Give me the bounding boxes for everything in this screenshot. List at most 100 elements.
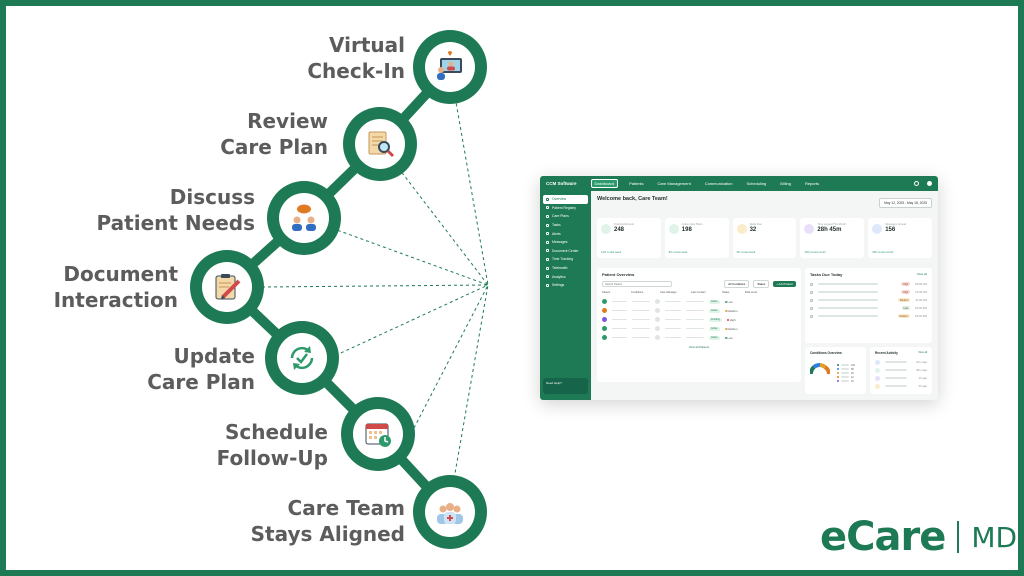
priority-badge: High <box>901 282 911 286</box>
sidebar-item-patient-registry[interactable]: Patient Registry <box>543 204 588 213</box>
risk-level: Low <box>724 300 733 304</box>
task-time: 09:00 AM <box>915 282 927 286</box>
avatar[interactable] <box>927 181 932 186</box>
step-node-4 <box>190 250 264 324</box>
add-patient-button[interactable]: + Add Patient <box>773 281 796 287</box>
status-filter[interactable]: Status <box>753 280 770 288</box>
risk-level: Low <box>724 336 733 340</box>
avatar <box>602 299 607 304</box>
nav-communication[interactable]: Communication <box>704 181 733 186</box>
view-all-patients-link[interactable]: View all Patients <box>688 345 710 349</box>
sidebar-item-time-tracking[interactable]: Time Tracking <box>543 255 588 264</box>
sidebar-item-care-plans[interactable]: Care Plans <box>543 212 588 221</box>
nav-billing[interactable]: Billing <box>780 181 791 186</box>
search-patient-input[interactable] <box>602 281 672 287</box>
table-row[interactable]: Active Low <box>602 297 796 306</box>
step-node-1 <box>413 30 487 104</box>
step-node-6 <box>341 397 415 471</box>
activity-title: Recent Activity <box>875 351 898 355</box>
table-row[interactable]: Active Low <box>602 333 796 342</box>
refresh-check-icon <box>290 346 314 370</box>
sidebar-item-tasks[interactable]: Tasks <box>543 221 588 230</box>
condition-legend-item: 46 <box>837 371 855 375</box>
dashboard-main: Welcome back, Care Team! May 12, 2025 - … <box>591 191 938 400</box>
step-node-3 <box>267 181 341 255</box>
logo-ecare: eCare <box>820 514 946 560</box>
avatar <box>602 326 607 331</box>
notepad-pencil-icon <box>215 274 241 300</box>
help-box[interactable]: Need Help? <box>543 378 588 394</box>
activity-item[interactable]: 2h ago <box>875 382 927 390</box>
task-checkbox[interactable] <box>810 282 813 286</box>
activity-item[interactable]: 10m ago <box>875 358 927 366</box>
nav-reports[interactable]: Reports <box>804 181 819 186</box>
sidebar-item-messages[interactable]: Messages <box>543 238 588 247</box>
task-time: 11:00 AM <box>915 298 927 302</box>
task-time: 03:30 PM <box>915 314 927 318</box>
conditions-filter[interactable]: All Conditions <box>724 280 750 288</box>
nav-dashboard[interactable]: Dashboard <box>590 179 619 188</box>
sidebar-item-telehealth[interactable]: Telehealth <box>543 264 588 273</box>
priority-badge: High <box>901 290 911 294</box>
patient-overview-panel: Patient Overview All Conditions Status +… <box>597 268 801 382</box>
sidebar-item-alerts[interactable]: Alerts <box>543 229 588 238</box>
patient-overview-title: Patient Overview <box>602 272 635 277</box>
search-icon[interactable] <box>914 181 919 186</box>
sidebar-item-settings[interactable]: Settings <box>543 281 588 290</box>
activity-item[interactable]: 30m ago <box>875 366 927 374</box>
task-item[interactable]: High 09:00 AM <box>810 280 927 288</box>
date-range-picker[interactable]: May 12, 2025 - May 18, 2025 <box>879 198 932 208</box>
step-node-2 <box>343 107 417 181</box>
sidebar-item-document-center[interactable]: Document Center <box>543 247 588 256</box>
dashboard-screenshot: CCM Software Dashboard Patients Care Man… <box>540 176 938 400</box>
task-checkbox[interactable] <box>810 290 813 294</box>
activity-item[interactable]: 1h ago <box>875 374 927 382</box>
task-checkbox[interactable] <box>810 306 813 310</box>
task-checkbox[interactable] <box>810 298 813 302</box>
avatar <box>602 317 607 322</box>
task-time: 02:00 PM <box>915 306 927 310</box>
sidebar-item-analytics[interactable]: Analytics <box>543 272 588 281</box>
ecare-md-logo: eCare MD <box>820 512 1017 562</box>
logo-md: MD <box>971 520 1018 554</box>
activity-view-all-link[interactable]: View all <box>918 351 927 354</box>
status-badge: Active <box>709 299 720 304</box>
risk-level: High <box>726 318 736 322</box>
status-badge: Active <box>709 308 720 313</box>
nav-scheduling[interactable]: Scheduling <box>746 181 767 186</box>
task-item[interactable]: Medium 03:30 PM <box>810 312 927 320</box>
calendar-clock-icon <box>365 423 391 447</box>
care-team-icon <box>437 503 463 524</box>
condition-legend-item: 58 <box>837 367 855 371</box>
priority-badge: Medium <box>897 298 911 302</box>
condition-legend-item: 102 <box>837 363 855 367</box>
task-checkbox[interactable] <box>810 314 813 318</box>
conversation-icon <box>292 204 316 231</box>
task-item[interactable]: Medium 11:00 AM <box>810 296 927 304</box>
step-node-7 <box>413 475 487 549</box>
tasks-view-all-link[interactable]: View all <box>916 272 927 276</box>
status-badge: Active <box>709 326 720 331</box>
status-badge: Active <box>709 335 720 340</box>
dashboard-sidebar: Overview Patient Registry Care Plans Tas… <box>540 191 591 400</box>
dashboard-topbar: CCM Software Dashboard Patients Care Man… <box>540 176 938 191</box>
nav-care-management[interactable]: Care Management <box>657 181 691 186</box>
nav-patients[interactable]: Patients <box>629 181 644 186</box>
sidebar-item-overview[interactable]: Overview <box>543 195 588 204</box>
priority-badge: Medium <box>897 314 911 318</box>
welcome-heading: Welcome back, Care Team! <box>597 196 668 202</box>
